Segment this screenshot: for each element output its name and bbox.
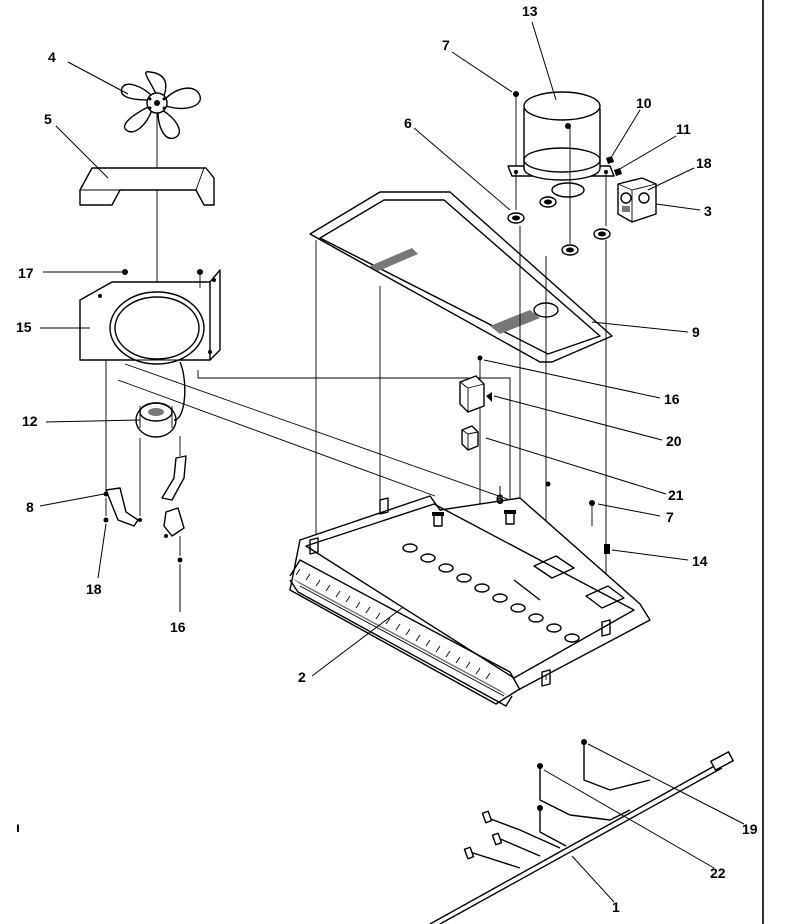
callout-18-right: 18 (696, 155, 712, 171)
capacitor-part (459, 375, 492, 413)
motor-bracket-right-part (161, 436, 187, 563)
callout-10: 10 (636, 95, 652, 111)
callout-3: 3 (704, 203, 712, 219)
callout-1: 1 (612, 899, 620, 915)
callout-16-left: 16 (170, 619, 186, 635)
motor-bracket-part (103, 360, 142, 527)
screw-on-base (545, 481, 551, 487)
screw-17-a (122, 269, 128, 275)
fan-blade-part (120, 71, 201, 140)
callout-18-left: 18 (86, 581, 102, 597)
fan-bracket-part (79, 269, 221, 365)
callout-2: 2 (298, 669, 306, 685)
callout-17: 17 (18, 265, 34, 281)
callout-7-lower: 7 (666, 509, 674, 525)
guide-line-bracket-b (117, 379, 436, 497)
callout-16-right: 16 (664, 391, 680, 407)
bolt-7-top (513, 91, 519, 166)
fan-motor-part (135, 361, 186, 438)
callout-20: 20 (666, 433, 682, 449)
callout-4: 4 (48, 49, 56, 65)
callout-13: 13 (522, 3, 538, 19)
callout-15: 15 (16, 319, 32, 335)
screw-16-mid (477, 355, 483, 361)
callout-6-top: 6 (404, 115, 412, 131)
compressor-part (507, 91, 615, 244)
callout-8: 8 (26, 499, 34, 515)
stray-mark: ı (16, 819, 20, 835)
machine-pan-part (309, 191, 613, 363)
callout-19: 19 (742, 821, 758, 837)
guide-line-bracket-c (197, 370, 511, 520)
screw-7-lower (589, 500, 595, 526)
screw-14 (604, 544, 610, 554)
relay-part (617, 177, 657, 223)
wire-harness-part (429, 739, 734, 924)
callout-21: 21 (668, 487, 684, 503)
small-relay-part (461, 425, 479, 451)
guide-line-bracket-a (124, 363, 511, 501)
callout-9: 9 (692, 324, 700, 340)
callout-12: 12 (22, 413, 38, 429)
grommets-6 (507, 196, 611, 256)
callout-labels: 4 5 17 15 12 8 18 16 13 7 6 10 11 18 3 9… (16, 3, 758, 915)
callout-5: 5 (44, 111, 52, 127)
leader-lines (39, 21, 745, 903)
overload-clip-part (606, 156, 622, 176)
callout-6-base: 6 (496, 491, 504, 507)
callout-11: 11 (676, 121, 691, 137)
callout-22: 22 (710, 865, 726, 881)
callout-7-top: 7 (442, 37, 450, 53)
base-pan-part (289, 495, 651, 707)
screw-17-b (197, 269, 203, 275)
fan-shroud-part (79, 167, 215, 206)
callout-14: 14 (692, 553, 708, 569)
